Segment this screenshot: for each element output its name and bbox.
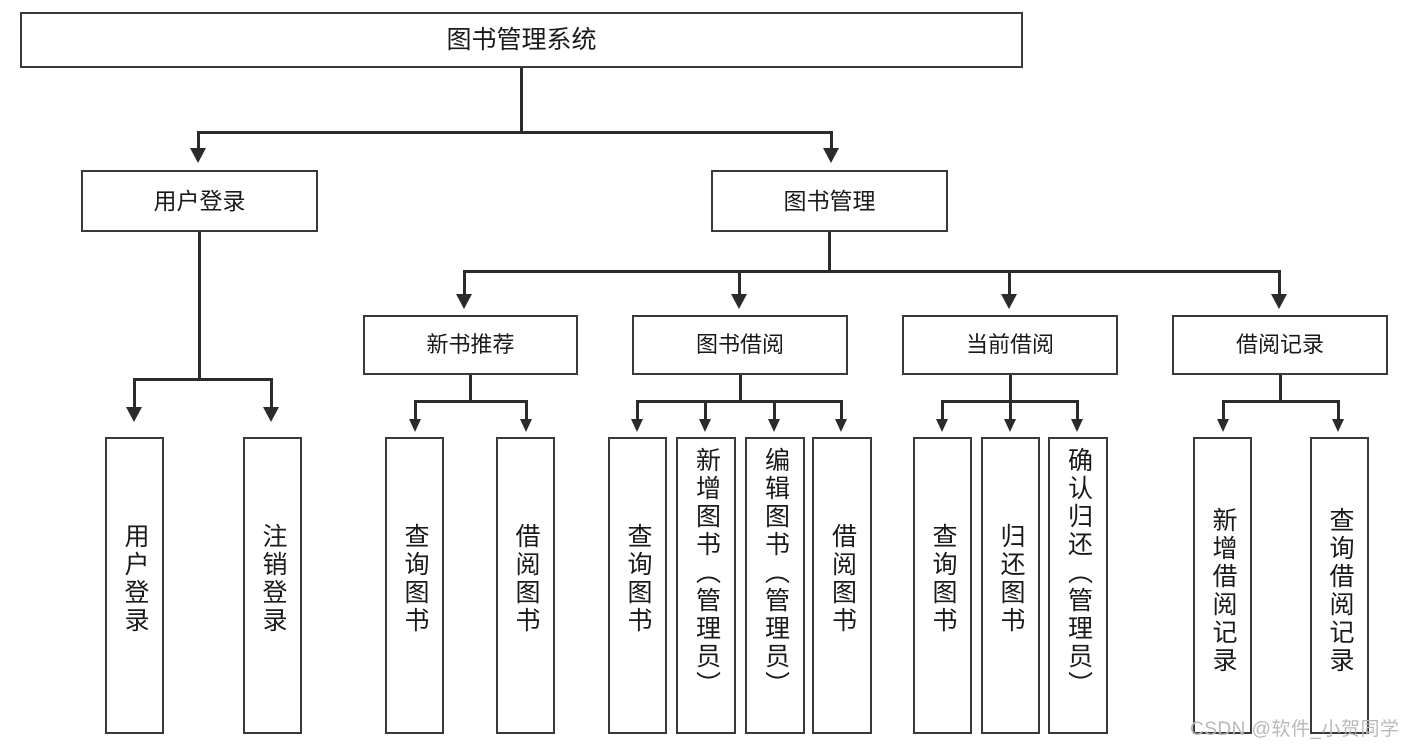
connector-borrow-record-bus: [1222, 400, 1340, 403]
node-book-management[interactable]: 图书管理: [711, 170, 948, 232]
connector-to-book-borrow: [738, 270, 741, 300]
node-label: 图书管理系统: [446, 25, 597, 54]
leaf-query-borrow-record[interactable]: 查询借阅记录: [1310, 437, 1369, 734]
arrow-to-leaf-add-record: [1217, 419, 1229, 432]
connector-user-login-drop-1: [133, 378, 136, 412]
leaf-label: 借阅图书: [512, 523, 540, 635]
leaf-label: 确认归还（管理员）: [1064, 447, 1093, 699]
arrow-to-book-borrow: [731, 294, 747, 309]
leaf-label: 查询图书: [401, 523, 429, 635]
connector-book-borrow-drop-3: [773, 400, 776, 422]
arrow-to-leaf-confirm-return: [1071, 419, 1083, 432]
connector-new-book-bus: [414, 400, 528, 403]
connector-root-stem: [520, 68, 523, 133]
leaf-confirm-return-admin[interactable]: 确认归还（管理员）: [1048, 437, 1108, 734]
connector-root-bus: [197, 131, 833, 134]
connector-current-borrow-drop-2: [1009, 400, 1012, 422]
connector-user-login-drop-2: [270, 378, 273, 412]
connector-user-login-bus: [133, 378, 273, 381]
connector-current-borrow-drop-3: [1076, 400, 1079, 422]
node-user-login[interactable]: 用户登录: [81, 170, 318, 232]
arrow-to-leaf-query-book-cb: [936, 419, 948, 432]
leaf-query-book-current[interactable]: 查询图书: [913, 437, 972, 734]
connector-book-mgmt-stem: [828, 232, 831, 272]
connector-borrow-record-drop-1: [1222, 400, 1225, 422]
arrow-to-borrow-record: [1271, 294, 1287, 309]
arrow-to-leaf-add-book: [699, 419, 711, 432]
leaf-query-book-recommend[interactable]: 查询图书: [385, 437, 444, 734]
connector-book-borrow-bus: [636, 400, 842, 403]
node-book-borrow[interactable]: 图书借阅: [632, 315, 848, 375]
connector-book-borrow-drop-2: [704, 400, 707, 422]
connector-book-mgmt-bus: [463, 270, 1280, 273]
leaf-label: 查询借阅记录: [1326, 507, 1354, 675]
arrow-to-leaf-borrow-book-bb: [835, 419, 847, 432]
node-root-system[interactable]: 图书管理系统: [20, 12, 1023, 68]
connector-book-borrow-drop-4: [840, 400, 843, 422]
leaf-borrow-book-recommend[interactable]: 借阅图书: [496, 437, 555, 734]
arrow-to-leaf-return-book: [1004, 419, 1016, 432]
leaf-label: 查询图书: [624, 523, 652, 635]
arrow-to-leaf-query-book-nb: [409, 419, 421, 432]
arrow-to-leaf-query-record: [1332, 419, 1344, 432]
arrow-to-leaf-logout: [263, 407, 279, 422]
connector-user-login-stem: [198, 232, 201, 380]
arrow-to-leaf-user-login: [126, 407, 142, 422]
connector-current-borrow-drop-1: [941, 400, 944, 422]
leaf-return-book[interactable]: 归还图书: [981, 437, 1040, 734]
csdn-watermark: CSDN @软件_小贺同学: [1190, 719, 1400, 740]
connector-to-current-borrow: [1008, 270, 1011, 300]
connector-to-new-book: [463, 270, 466, 300]
leaf-add-borrow-record[interactable]: 新增借阅记录: [1193, 437, 1252, 734]
connector-book-borrow-stem: [739, 375, 742, 402]
leaf-logout[interactable]: 注销登录: [243, 437, 302, 734]
leaf-add-book-admin[interactable]: 新增图书（管理员）: [676, 437, 736, 734]
arrow-to-book-mgmt: [823, 148, 839, 163]
connector-book-borrow-drop-1: [636, 400, 639, 422]
node-label: 当前借阅: [965, 332, 1054, 358]
connector-to-borrow-record: [1278, 270, 1281, 300]
leaf-query-book-borrow[interactable]: 查询图书: [608, 437, 667, 734]
leaf-label: 编辑图书（管理员）: [761, 447, 790, 699]
leaf-label: 新增借阅记录: [1209, 507, 1237, 675]
leaf-label: 新增图书（管理员）: [692, 447, 721, 699]
node-label: 新书推荐: [426, 332, 515, 358]
node-label: 用户登录: [153, 187, 246, 214]
leaf-label: 归还图书: [997, 523, 1025, 635]
arrow-to-leaf-edit-book: [768, 419, 780, 432]
arrow-to-leaf-query-book-bb: [631, 419, 643, 432]
connector-new-book-drop-1: [414, 400, 417, 422]
node-current-borrow[interactable]: 当前借阅: [902, 315, 1118, 375]
connector-root-to-book-mgmt: [830, 131, 833, 154]
leaf-edit-book-admin[interactable]: 编辑图书（管理员）: [745, 437, 805, 734]
leaf-label: 查询图书: [929, 523, 957, 635]
arrow-to-current-borrow: [1001, 294, 1017, 309]
connector-borrow-record-stem: [1279, 375, 1282, 402]
connector-borrow-record-drop-2: [1337, 400, 1340, 422]
connector-new-book-stem: [469, 375, 472, 402]
leaf-label: 用户登录: [121, 523, 149, 635]
connector-current-borrow-stem: [1009, 375, 1012, 402]
leaf-user-login[interactable]: 用户登录: [105, 437, 164, 734]
arrow-to-leaf-borrow-book-nb: [520, 419, 532, 432]
node-borrow-record[interactable]: 借阅记录: [1172, 315, 1388, 375]
arrow-to-user-login: [190, 148, 206, 163]
node-label: 图书借阅: [695, 332, 784, 358]
arrow-to-new-book: [456, 294, 472, 309]
connector-new-book-drop-2: [525, 400, 528, 422]
node-label: 图书管理: [783, 187, 876, 214]
node-new-book-recommend[interactable]: 新书推荐: [363, 315, 578, 375]
connector-root-to-user-login: [197, 131, 200, 154]
node-label: 借阅记录: [1235, 332, 1324, 358]
leaf-label: 注销登录: [259, 523, 287, 635]
leaf-borrow-book[interactable]: 借阅图书: [812, 437, 872, 734]
leaf-label: 借阅图书: [828, 523, 857, 635]
